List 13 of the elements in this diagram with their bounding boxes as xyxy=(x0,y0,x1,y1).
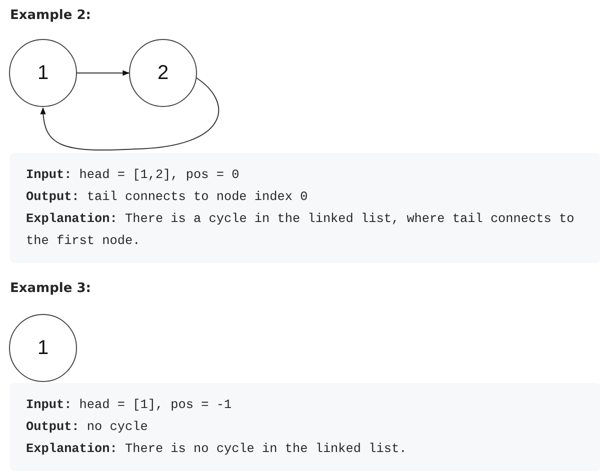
list-node-circle: 2 xyxy=(129,39,197,107)
example-text: Input: head = [1], pos = -1 xyxy=(26,396,233,414)
example-text: Output: tail connects to node index 0 xyxy=(26,188,309,206)
list-node-circle: 1 xyxy=(9,314,77,382)
arrow xyxy=(40,76,219,151)
arrow xyxy=(76,70,130,76)
example-heading: Example 2: xyxy=(10,8,91,23)
list-node-circle: 1 xyxy=(9,39,77,107)
example-text: Input: head = [1,2], pos = 0 xyxy=(26,166,240,184)
example-text: Output: no cycle xyxy=(26,418,149,436)
example-heading: Example 3: xyxy=(10,281,91,296)
example-text: Explanation: There is no cycle in the linked list. xyxy=(26,440,408,458)
example-text: Explanation: There is a cycle in the linked list, where tail connects to the first node. xyxy=(26,210,576,250)
